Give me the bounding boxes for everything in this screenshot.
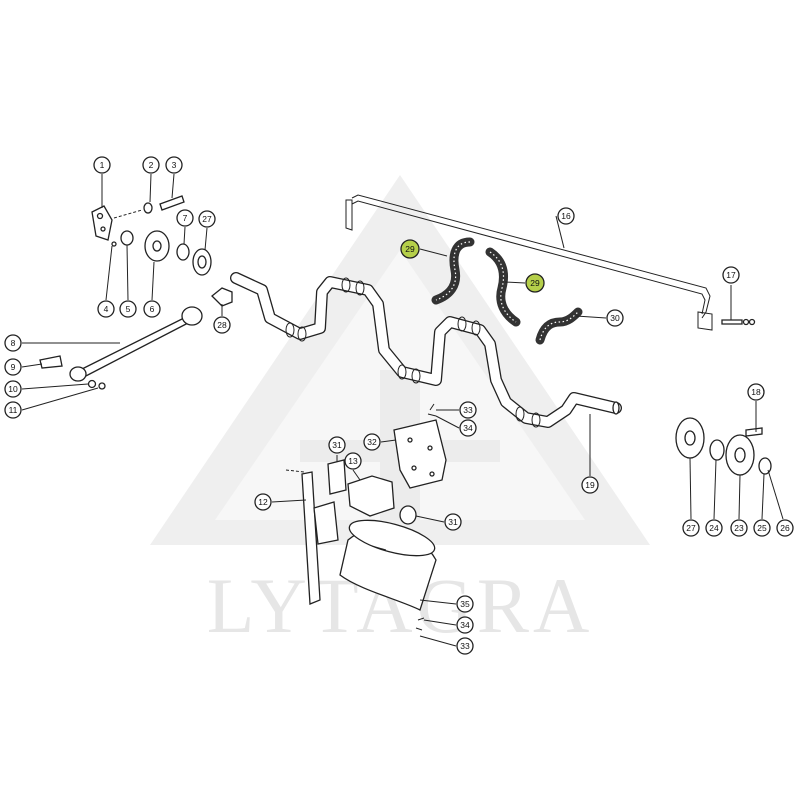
svg-text:29: 29 bbox=[530, 278, 540, 288]
svg-text:30: 30 bbox=[610, 313, 620, 323]
callouts: 1 2 3 4 5 6 7 27 28 8 9 10 11 16 17 29 2… bbox=[4, 156, 794, 655]
callout-26[interactable]: 26 bbox=[776, 519, 794, 537]
callout-34-top[interactable]: 34 bbox=[459, 419, 477, 437]
callout-17[interactable]: 17 bbox=[722, 266, 740, 284]
svg-text:32: 32 bbox=[367, 437, 377, 447]
svg-text:31: 31 bbox=[448, 517, 458, 527]
callout-35[interactable]: 35 bbox=[456, 595, 474, 613]
svg-text:35: 35 bbox=[460, 599, 470, 609]
callout-33-bottom[interactable]: 33 bbox=[456, 637, 474, 655]
svg-text:23: 23 bbox=[734, 523, 744, 533]
svg-text:28: 28 bbox=[217, 320, 227, 330]
hoses bbox=[431, 237, 583, 345]
callout-29-left[interactable]: 29 bbox=[400, 239, 420, 259]
svg-text:16: 16 bbox=[561, 211, 571, 221]
svg-text:34: 34 bbox=[463, 423, 473, 433]
svg-text:6: 6 bbox=[150, 304, 155, 314]
callout-11[interactable]: 11 bbox=[4, 401, 22, 419]
svg-text:19: 19 bbox=[585, 480, 595, 490]
svg-text:9: 9 bbox=[11, 362, 16, 372]
svg-text:13: 13 bbox=[348, 456, 358, 466]
crank-shaft bbox=[230, 272, 622, 428]
callout-31-bottom[interactable]: 31 bbox=[444, 513, 462, 531]
svg-text:25: 25 bbox=[757, 523, 767, 533]
svg-text:33: 33 bbox=[463, 405, 473, 415]
svg-text:31: 31 bbox=[332, 440, 342, 450]
callout-12[interactable]: 12 bbox=[254, 493, 272, 511]
callout-9[interactable]: 9 bbox=[4, 358, 22, 376]
support-bar bbox=[345, 194, 713, 331]
callout-29-right[interactable]: 29 bbox=[525, 273, 545, 293]
callout-19[interactable]: 19 bbox=[581, 476, 599, 494]
callout-4[interactable]: 4 bbox=[97, 300, 115, 318]
callout-16[interactable]: 16 bbox=[557, 207, 575, 225]
callout-28[interactable]: 28 bbox=[213, 316, 231, 334]
callout-31-top[interactable]: 31 bbox=[328, 436, 346, 454]
svg-text:27: 27 bbox=[202, 214, 212, 224]
callout-33-top[interactable]: 33 bbox=[459, 401, 477, 419]
svg-text:24: 24 bbox=[709, 523, 719, 533]
svg-text:26: 26 bbox=[780, 523, 790, 533]
svg-text:11: 11 bbox=[9, 405, 18, 415]
svg-text:8: 8 bbox=[11, 338, 16, 348]
svg-text:7: 7 bbox=[183, 213, 188, 223]
svg-text:1: 1 bbox=[100, 160, 105, 170]
svg-text:17: 17 bbox=[726, 270, 736, 280]
svg-text:27: 27 bbox=[686, 523, 696, 533]
callout-30[interactable]: 30 bbox=[606, 309, 624, 327]
callout-6[interactable]: 6 bbox=[143, 300, 161, 318]
svg-text:3: 3 bbox=[172, 160, 177, 170]
callout-23[interactable]: 23 bbox=[730, 519, 748, 537]
callout-24[interactable]: 24 bbox=[705, 519, 723, 537]
svg-text:12: 12 bbox=[258, 497, 268, 507]
svg-text:18: 18 bbox=[751, 387, 761, 397]
callout-3[interactable]: 3 bbox=[165, 156, 183, 174]
svg-text:5: 5 bbox=[126, 304, 131, 314]
callout-1[interactable]: 1 bbox=[93, 156, 111, 174]
callout-27-right[interactable]: 27 bbox=[682, 519, 700, 537]
callout-5[interactable]: 5 bbox=[119, 300, 137, 318]
svg-text:33: 33 bbox=[460, 641, 470, 651]
callout-34-bottom[interactable]: 34 bbox=[456, 616, 474, 634]
callout-10[interactable]: 10 bbox=[4, 380, 22, 398]
svg-text:10: 10 bbox=[8, 384, 18, 394]
center-brackets bbox=[285, 403, 447, 631]
svg-text:34: 34 bbox=[460, 620, 470, 630]
callout-13[interactable]: 13 bbox=[344, 452, 362, 470]
callout-27-top[interactable]: 27 bbox=[198, 210, 216, 228]
callout-8[interactable]: 8 bbox=[4, 334, 22, 352]
callout-2[interactable]: 2 bbox=[142, 156, 160, 174]
svg-text:29: 29 bbox=[405, 244, 415, 254]
callout-25[interactable]: 25 bbox=[753, 519, 771, 537]
callout-32[interactable]: 32 bbox=[363, 433, 381, 451]
callout-18[interactable]: 18 bbox=[747, 383, 765, 401]
svg-text:2: 2 bbox=[149, 160, 154, 170]
svg-text:4: 4 bbox=[104, 304, 109, 314]
leader-lines bbox=[21, 173, 784, 647]
callout-7[interactable]: 7 bbox=[176, 209, 194, 227]
